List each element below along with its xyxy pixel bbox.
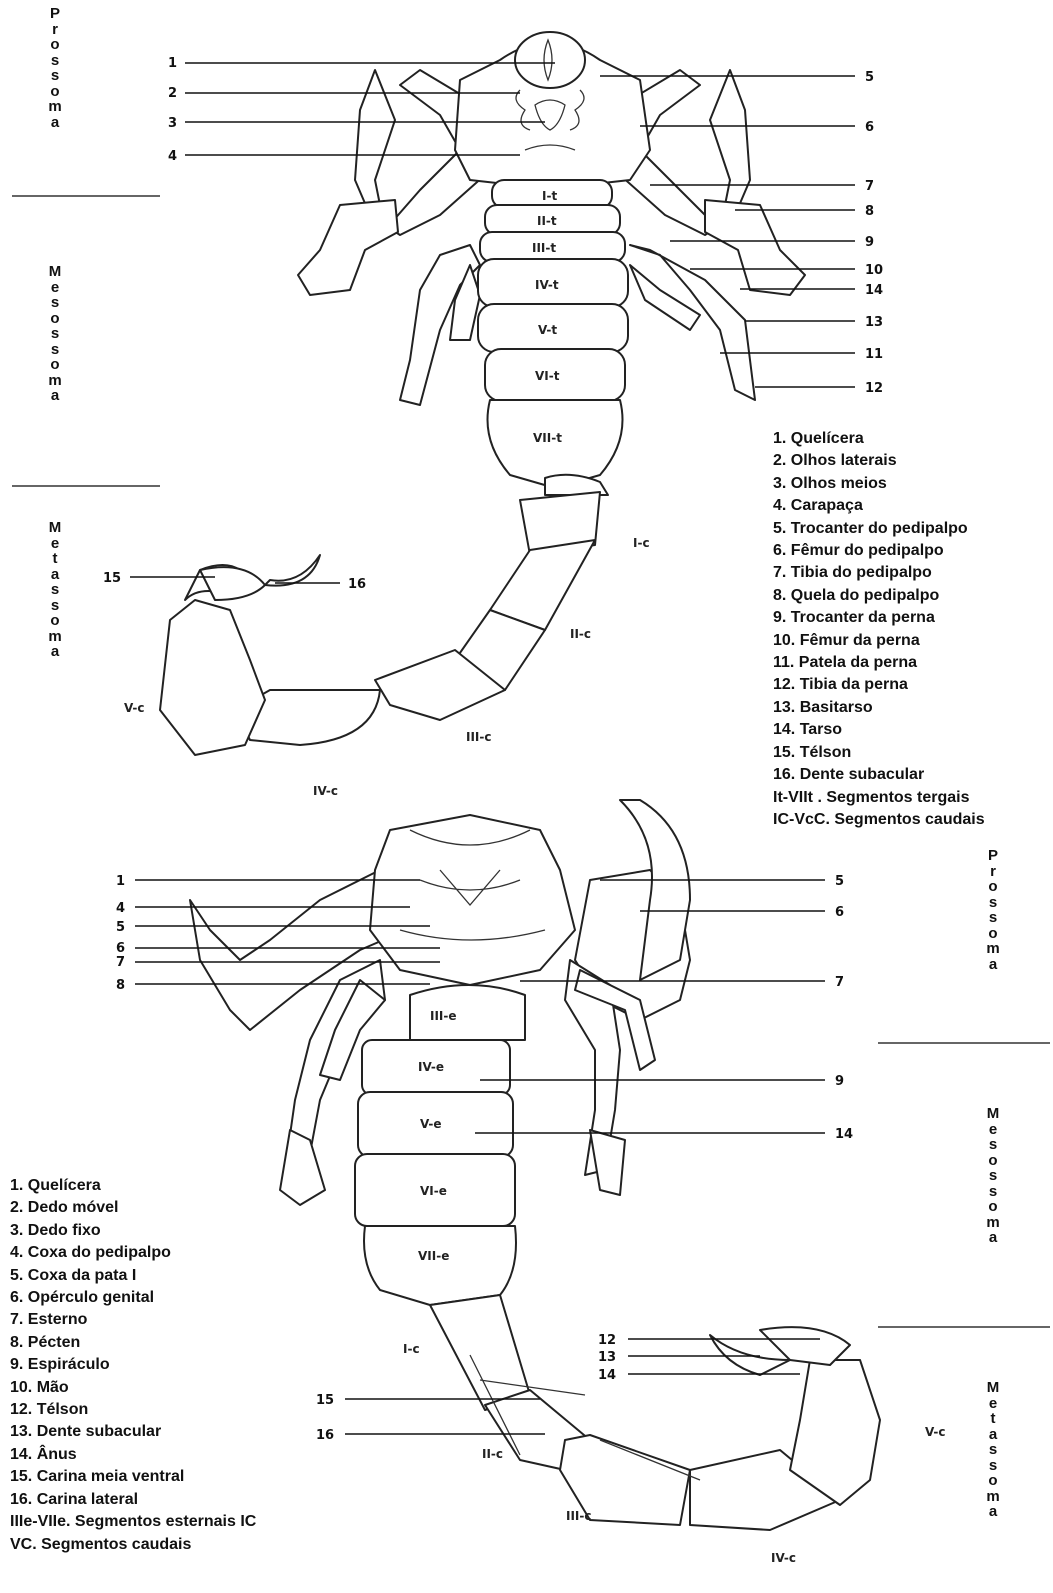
top-callout-13: 13 [865, 315, 883, 330]
bottom-legend: 1. Quelícera 2. Dedo móvel 3. Dedo fixo … [10, 1175, 256, 1556]
bottom-legend-item: 16. Carina lateral [10, 1489, 256, 1511]
bottom-legend-item: 12. Télson [10, 1399, 256, 1421]
ventral-scorpion-illustration [190, 800, 880, 1530]
top-callout-12: 12 [865, 381, 883, 396]
sternite-label: IV-e [418, 1060, 444, 1074]
bottom-legend-item: 15. Carina meia ventral [10, 1466, 256, 1488]
top-callout-7: 7 [865, 179, 874, 194]
caudal-label: III-c [466, 730, 492, 744]
bottom-legend-item: 7. Esterno [10, 1309, 256, 1331]
sternite-label: III-e [430, 1009, 457, 1023]
top-legend-item: 2. Olhos laterais [773, 450, 985, 472]
top-callout-2: 2 [168, 86, 177, 101]
caudal-label: II-c [570, 627, 591, 641]
caudal-label: V-c [925, 1425, 946, 1439]
bottom-callout-16: 16 [316, 1428, 334, 1443]
top-legend-item: 13. Basitarso [773, 697, 985, 719]
caudal-label: I-c [403, 1342, 420, 1356]
bottom-callout-5: 5 [116, 920, 125, 935]
caudal-label: I-c [633, 536, 650, 550]
top-callout-16: 16 [348, 577, 366, 592]
top-legend-item: 16. Dente subacular [773, 764, 985, 786]
bottom-callout-8: 8 [116, 978, 125, 993]
sternite-label: V-e [420, 1117, 442, 1131]
bottom-callout-6: 6 [116, 941, 125, 956]
tergite-label: VI-t [535, 369, 560, 383]
caudal-label: III-c [566, 1509, 592, 1523]
bottom-callout-7r: 7 [835, 975, 844, 990]
tergite-label: V-t [538, 323, 557, 337]
sternite-label: VI-e [420, 1184, 447, 1198]
top-legend-item: 1. Quelícera [773, 428, 985, 450]
top-legend-item: 3. Olhos meios [773, 473, 985, 495]
top-legend-item: 10. Fêmur da perna [773, 630, 985, 652]
top-legend-item: 5. Trocanter do pedipalpo [773, 518, 985, 540]
bottom-callout-12: 12 [598, 1333, 616, 1348]
bottom-legend-item: 13. Dente subacular [10, 1421, 256, 1443]
bottom-legend-item: 3. Dedo fixo [10, 1220, 256, 1242]
top-callout-5: 5 [865, 70, 874, 85]
bottom-callout-4: 4 [116, 901, 125, 916]
top-legend-item: 15. Télson [773, 742, 985, 764]
bottom-callout-13: 13 [598, 1350, 616, 1365]
bottom-region-dividers [878, 1043, 1050, 1327]
top-callout-4: 4 [168, 149, 177, 164]
top-legend-item: It-VIIt . Segmentos tergais [773, 787, 985, 809]
top-callout-1: 1 [168, 56, 177, 71]
bottom-callout-14: 14 [835, 1127, 853, 1142]
top-legend-item: 8. Quela do pedipalpo [773, 585, 985, 607]
bottom-legend-item: 2. Dedo móvel [10, 1197, 256, 1219]
top-callout-11: 11 [865, 347, 883, 362]
top-callout-9: 9 [865, 235, 874, 250]
top-callout-15: 15 [103, 571, 121, 586]
top-callout-6: 6 [865, 120, 874, 135]
top-legend-item: IC-VcC. Segmentos caudais [773, 809, 985, 831]
top-legend-item: 12. Tibia da perna [773, 674, 985, 696]
bottom-callout-5r: 5 [835, 874, 844, 889]
top-callout-3: 3 [168, 116, 177, 131]
bottom-legend-item: 4. Coxa do pedipalpo [10, 1242, 256, 1264]
caudal-label: V-c [124, 701, 145, 715]
dorsal-scorpion-illustration [160, 32, 805, 755]
bottom-legend-item: VC. Segmentos caudais [10, 1534, 256, 1556]
bottom-legend-item: 1. Quelícera [10, 1175, 256, 1197]
bottom-legend-item: 5. Coxa da pata I [10, 1265, 256, 1287]
tergite-label: IV-t [535, 278, 559, 292]
top-legend: 1. Quelícera 2. Olhos laterais 3. Olhos … [773, 428, 985, 831]
tergite-label: VII-t [533, 431, 562, 445]
sternite-label: VII-e [418, 1249, 449, 1263]
bottom-callout-14b: 14 [598, 1368, 616, 1383]
tergite-label: I-t [542, 189, 557, 203]
tergite-label: II-t [537, 214, 557, 228]
top-callout-10: 10 [865, 263, 883, 278]
top-legend-item: 9. Trocanter da perna [773, 607, 985, 629]
bottom-callout-1: 1 [116, 874, 125, 889]
bottom-legend-item: 14. Ânus [10, 1444, 256, 1466]
tergite-label: III-t [532, 241, 556, 255]
top-callout-14: 14 [865, 283, 883, 298]
caudal-label: IV-c [771, 1551, 796, 1565]
bottom-callout-7: 7 [116, 955, 125, 970]
bottom-callout-6r: 6 [835, 905, 844, 920]
bottom-legend-item: IIIe-VIIe. Segmentos esternais IC [10, 1511, 256, 1533]
top-callout-8: 8 [865, 204, 874, 219]
top-legend-item: 14. Tarso [773, 719, 985, 741]
top-legend-item: 4. Carapaça [773, 495, 985, 517]
bottom-callout-15: 15 [316, 1393, 334, 1408]
bottom-legend-item: 10. Mão [10, 1377, 256, 1399]
caudal-label: II-c [482, 1447, 503, 1461]
bottom-legend-item: 9. Espiráculo [10, 1354, 256, 1376]
top-legend-item: 6. Fêmur do pedipalpo [773, 540, 985, 562]
top-region-dividers [12, 196, 160, 486]
top-legend-item: 7. Tibia do pedipalpo [773, 562, 985, 584]
bottom-legend-item: 8. Pécten [10, 1332, 256, 1354]
top-legend-item: 11. Patela da perna [773, 652, 985, 674]
bottom-callout-9: 9 [835, 1074, 844, 1089]
bottom-legend-item: 6. Opérculo genital [10, 1287, 256, 1309]
caudal-label: IV-c [313, 784, 338, 798]
